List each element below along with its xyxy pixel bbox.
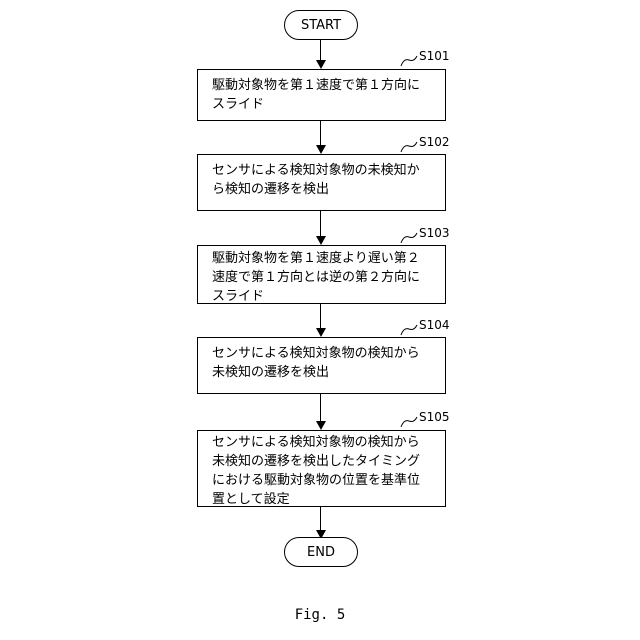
leader-line-s105 bbox=[401, 417, 417, 427]
leader-line-s104 bbox=[401, 325, 417, 335]
leader-line-s101 bbox=[401, 56, 417, 66]
leader-line-s103 bbox=[401, 233, 417, 243]
leader-line-s102 bbox=[401, 142, 417, 152]
figure-caption: Fig. 5 bbox=[0, 607, 640, 623]
